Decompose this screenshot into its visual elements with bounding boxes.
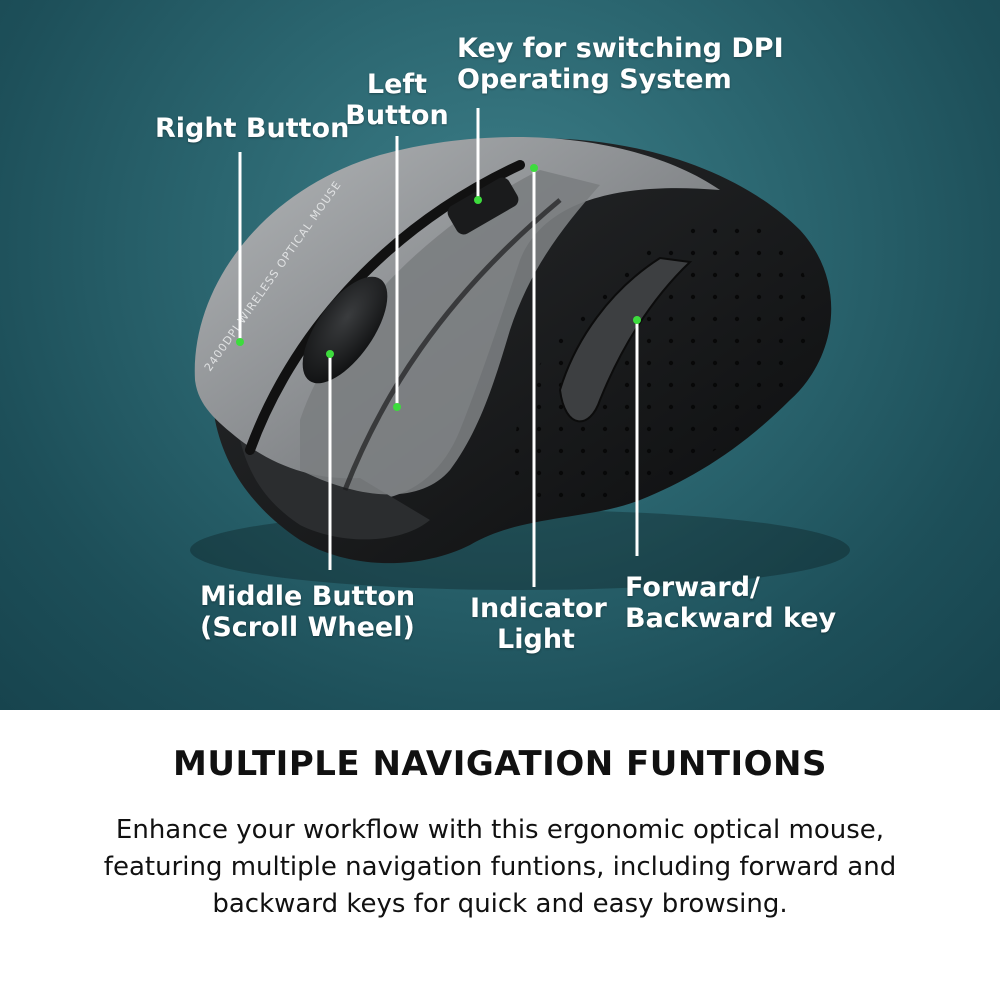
callout-left-button: Left Button [342, 69, 452, 131]
markers [236, 164, 641, 411]
grip-texture [510, 214, 811, 504]
callout-indicator-light-line1: Indicator [470, 593, 607, 624]
mouse-illustration: 2400DPI WIRELESS OPTICAL MOUSE [190, 108, 850, 590]
callout-dpi-key-line2: Operating System [457, 64, 732, 95]
callout-dpi-key-line1: Key for switching DPI [457, 33, 784, 64]
marker-indicator-light [530, 164, 538, 172]
description-text: Enhance your workflow with this ergonomi… [103, 815, 897, 919]
button-seam-2 [342, 198, 562, 491]
marker-right-button [236, 338, 244, 346]
scroll-wheel [302, 276, 388, 384]
callout-forward-backward: Forward/ Backward key [625, 572, 836, 634]
dpi-key [447, 177, 519, 235]
callout-left-button-line2: Button [345, 100, 449, 131]
product-hero: 2400DPI WIRELESS OPTICAL MOUSE Right But… [0, 0, 1000, 710]
marker-forward-backward [633, 316, 641, 324]
callout-dpi-key: Key for switching DPI Operating System [457, 33, 784, 95]
callout-forward-backward-line1: Forward/ [625, 572, 760, 603]
callout-middle-button-line2: (Scroll Wheel) [200, 612, 415, 643]
mouse-shell-lower [240, 440, 430, 540]
leader-lines [238, 108, 639, 587]
callout-middle-button-line1: Middle Button [200, 581, 416, 612]
headline: MULTIPLE NAVIGATION FUNTIONS [173, 744, 827, 784]
callout-right-button: Right Button [155, 113, 349, 144]
description-panel [0, 710, 1000, 1000]
callout-right-button-text: Right Button [155, 113, 350, 144]
marker-dpi-key [474, 196, 482, 204]
marker-left-button [393, 403, 401, 411]
callout-forward-backward-line2: Backward key [625, 603, 837, 634]
side-key [558, 256, 693, 423]
marker-middle-button [326, 350, 334, 358]
callout-middle-button: Middle Button (Scroll Wheel) [200, 581, 416, 643]
callout-left-button-line1: Left [366, 69, 428, 100]
callout-indicator-light: Indicator Light [470, 593, 607, 655]
callout-indicator-light-line2: Light [497, 624, 575, 655]
left-button-panel [300, 170, 600, 495]
